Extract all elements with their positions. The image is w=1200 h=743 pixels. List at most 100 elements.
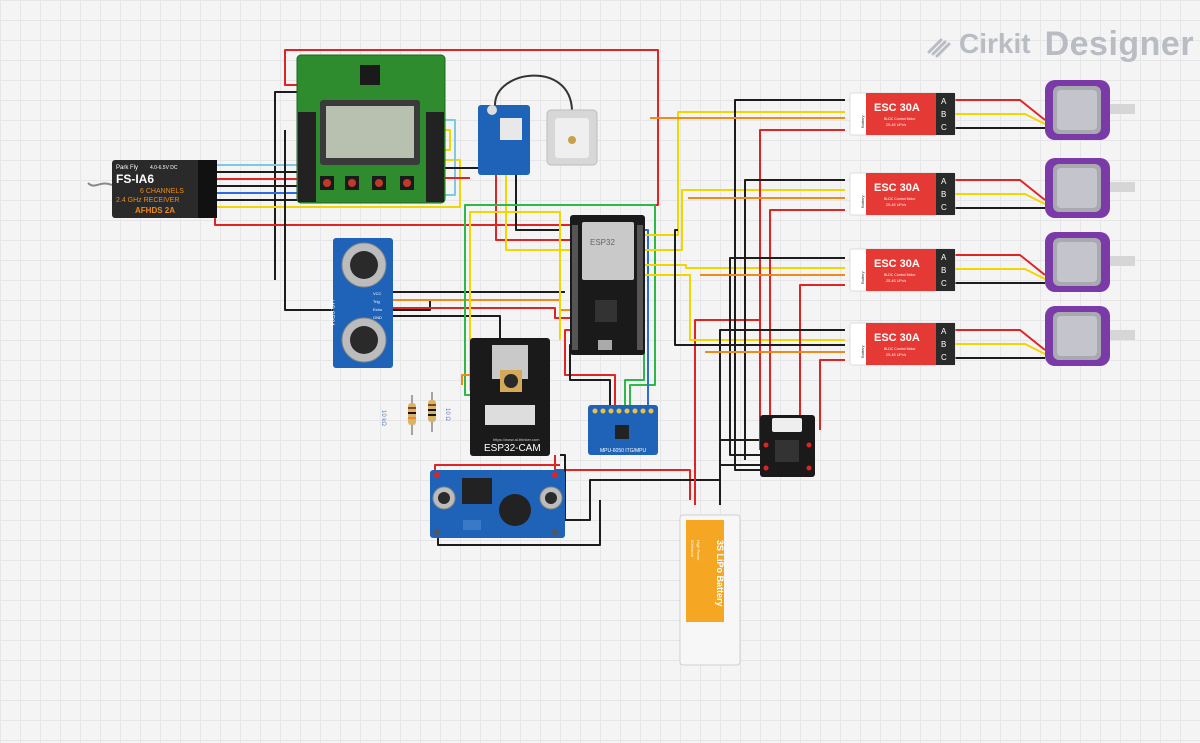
flight-controller[interactable] (296, 54, 446, 204)
esc-title: ESC 30A (874, 332, 920, 344)
esp32-shield (582, 222, 634, 280)
esc-side: Battery (860, 195, 865, 208)
lipo-battery[interactable]: 3S LiPo Battery High Power 5000mAh (679, 514, 741, 666)
motor-4[interactable] (1045, 306, 1135, 366)
esc-phase-a: A (941, 253, 947, 262)
wire-red[interactable] (390, 307, 580, 319)
wire-black[interactable] (744, 179, 845, 460)
esc-line2: 2S-4S LiPo's (886, 353, 906, 357)
esc-phase-b: B (941, 266, 946, 275)
wire-black[interactable] (390, 315, 501, 340)
esp32-cam-url: https://www.ai-thinker.com (493, 437, 540, 442)
ultrasonic-label: HC-SR04 (328, 300, 334, 326)
wire-black[interactable] (274, 91, 300, 280)
esc-1[interactable]: ESC 30A BLDC Control Motor 2S-4S LiPo's … (849, 92, 956, 136)
wire-black[interactable] (719, 439, 765, 505)
wire-red[interactable] (694, 319, 760, 505)
esp32-devkit[interactable]: ESP32 (570, 215, 645, 355)
esc-line2: 2S-4S LiPo's (886, 123, 906, 127)
ultrasonic-pin-echo: Echo (373, 307, 383, 312)
buck-converter[interactable] (430, 470, 565, 538)
rc-receiver[interactable]: Park Fly 4.0-6.5V DC FS-IA6 6 CHANNELS 2… (112, 160, 217, 218)
brand-logo: Cirkit Designer (925, 22, 1194, 66)
esc-side: Battery (860, 115, 865, 128)
motor-phase-wires (955, 99, 1046, 359)
wire-yellow[interactable] (442, 129, 451, 151)
esp32-chip (595, 300, 617, 322)
wire-lightblue[interactable] (442, 119, 456, 196)
esc-line1: BLDC Control Motor (884, 347, 916, 351)
esc-side: Battery (860, 271, 865, 284)
wire-red[interactable] (819, 359, 845, 430)
imu-label: MPU-6050 ITG/MPU (600, 448, 647, 454)
esc-line1: BLDC Control Motor (884, 117, 916, 121)
motor-3[interactable] (1045, 232, 1135, 292)
cirkit-logo-icon (927, 38, 951, 58)
wire-red[interactable] (799, 284, 845, 420)
wire-black[interactable] (719, 329, 845, 466)
battery-title: 3S LiPo Battery (715, 540, 725, 607)
wire-yellow[interactable] (640, 111, 845, 236)
wire-black[interactable] (515, 175, 560, 231)
esc-phase-b: B (941, 110, 946, 119)
receiver-channels: 6 CHANNELS (140, 188, 184, 195)
wire-orange[interactable] (461, 374, 470, 385)
regulator-ic (462, 478, 492, 504)
motor-1[interactable] (1045, 80, 1135, 140)
receiver-antenna (87, 182, 113, 187)
wire-yellow[interactable] (640, 264, 845, 269)
esc-phase-a: A (941, 327, 947, 336)
gps-antenna-cable (494, 74, 573, 111)
esc-4[interactable]: ESC 30A BLDC Control Motor 2S-4S LiPo's … (849, 322, 956, 366)
wire-red[interactable] (554, 455, 691, 500)
resistor-2[interactable]: 10 Ω (428, 392, 450, 432)
resistor-1[interactable]: 10 kΩ (380, 395, 416, 435)
brand-name-part2: Designer (1044, 24, 1195, 63)
wire-red[interactable] (759, 129, 845, 450)
esp32-cam-label: ESP32-CAM (484, 443, 541, 454)
fc-header-pins (298, 112, 444, 202)
ultrasonic-pin-trig: Trig (373, 299, 380, 304)
wire-yellow[interactable] (505, 175, 580, 251)
esp32-cam[interactable]: https://www.ai-thinker.com ESP32-CAM (470, 338, 550, 456)
esc-line2: 2S-4S LiPo's (886, 279, 906, 283)
wire-red[interactable] (495, 175, 580, 241)
esc-3[interactable]: ESC 30A BLDC Control Motor 2S-4S LiPo's … (849, 248, 956, 292)
esc-title: ESC 30A (874, 102, 920, 114)
wire-black[interactable] (734, 99, 845, 471)
pdb-connector (772, 418, 802, 432)
wire-red[interactable] (564, 329, 616, 410)
wire-green[interactable] (464, 204, 656, 410)
receiver-feature: AFHDS 2A (135, 206, 175, 215)
motor-2[interactable] (1045, 158, 1135, 218)
sd-slot (485, 405, 535, 425)
receiver-pins (198, 160, 217, 218)
wire-black[interactable] (437, 500, 601, 546)
trim-pot[interactable] (463, 520, 481, 530)
wire-yellow[interactable] (640, 189, 845, 251)
receiver-spec: 4.0-6.5V DC (150, 165, 178, 171)
esc-phase-c: C (941, 353, 947, 362)
gps-antenna[interactable] (546, 109, 598, 166)
esc-2[interactable]: ESC 30A BLDC Control Motor 2S-4S LiPo's … (849, 172, 956, 216)
esc-phase-a: A (941, 177, 947, 186)
power-distribution-board[interactable] (760, 415, 815, 477)
ultrasonic-pin-vcc: VCC (373, 291, 382, 296)
wire-black[interactable] (674, 229, 845, 346)
esc-phase-c: C (941, 279, 947, 288)
wires (87, 49, 1046, 546)
esc-phase-a: A (941, 97, 947, 106)
wire-red[interactable] (769, 209, 845, 420)
wire-black[interactable] (729, 257, 845, 456)
esc-title: ESC 30A (874, 258, 920, 270)
gps-module[interactable] (478, 105, 530, 175)
ultrasonic-sensor[interactable]: HC-SR04 VCC Trig Echo GND (328, 238, 393, 368)
imu-module[interactable]: MPU-6050 ITG/MPU (588, 405, 658, 455)
wire-yellow[interactable] (640, 274, 845, 341)
wire-yellow[interactable] (215, 159, 461, 208)
esc-phase-b: B (941, 340, 946, 349)
esc-phase-c: C (941, 123, 947, 132)
esc-title: ESC 30A (874, 182, 920, 194)
